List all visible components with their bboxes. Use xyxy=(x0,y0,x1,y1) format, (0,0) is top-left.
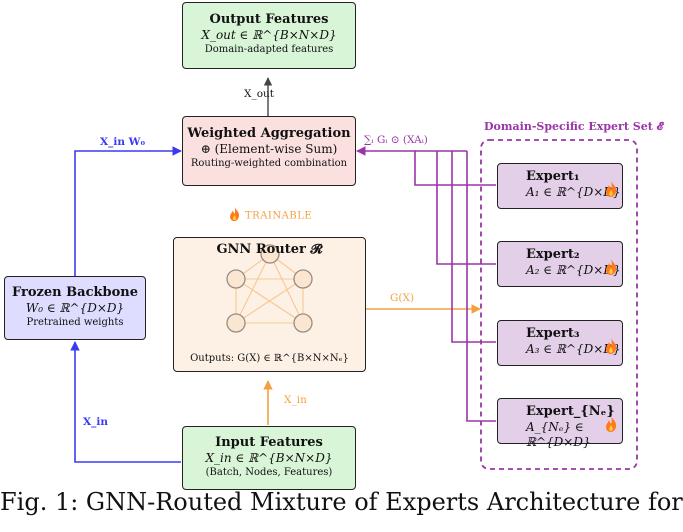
figure-caption: Fig. 1: GNN-Routed Mixture of Experts Ar… xyxy=(0,488,683,516)
trainable-text: Trainable xyxy=(245,210,313,222)
architecture-diagram: Output Features X_out ∈ ℝ^{B×N×D} Domain… xyxy=(0,2,683,516)
aggregation-title: Weighted Aggregation xyxy=(187,126,351,141)
flame-icon xyxy=(604,180,618,202)
label-x-in-backbone: X_in xyxy=(83,416,109,428)
expert-set-frame xyxy=(480,139,638,470)
aggregation-box: Weighted Aggregation ⊕ (Element-wise Sum… xyxy=(182,116,356,186)
output-formula: X_out ∈ ℝ^{B×N×D} xyxy=(201,28,337,42)
input-note: (Batch, Nodes, Features) xyxy=(205,467,333,478)
input-features-box: Input Features X_in ∈ ℝ^{B×N×D} (Batch, … xyxy=(182,426,356,490)
backbone-note: Pretrained weights xyxy=(26,317,124,328)
edge-input-to-backbone xyxy=(70,341,181,463)
expert-set-label: Domain-Specific Expert Set 𝓔 xyxy=(484,120,663,133)
flame-icon xyxy=(604,415,618,437)
label-weighted-sum: ∑ᵢ Gᵢ ⊙ (XAᵢ) xyxy=(364,134,428,146)
input-title: Input Features xyxy=(215,435,323,450)
expert-title: Expert₃ xyxy=(526,326,580,341)
router-title: GNN Router 𝓡 xyxy=(216,242,323,257)
aggregation-note: Routing-weighted combination xyxy=(190,158,348,169)
expert-title: Expert₁ xyxy=(526,169,580,184)
expert-formula: A₃ ∈ ℝ^{D×D} xyxy=(526,342,621,356)
flame-icon xyxy=(604,258,618,280)
label-x-out: X_out xyxy=(244,88,275,100)
flame-icon xyxy=(228,206,241,225)
backbone-title: Frozen Backbone xyxy=(12,285,138,300)
expert-title: Expert₂ xyxy=(526,247,580,262)
expert-title: Expert_{Nₑ} xyxy=(526,404,615,419)
trainable-label: Trainable xyxy=(228,206,312,225)
output-features-box: Output Features X_out ∈ ℝ^{B×N×D} Domain… xyxy=(182,2,356,69)
backbone-formula: W₀ ∈ ℝ^{D×D} xyxy=(25,301,125,315)
output-note: Domain-adapted features xyxy=(204,44,334,55)
edge-backbone-to-agg xyxy=(74,146,182,276)
input-formula: X_in ∈ ℝ^{B×N×D} xyxy=(205,451,333,465)
edge-expert1-to-agg xyxy=(356,146,496,186)
output-title: Output Features xyxy=(209,12,329,27)
label-gx: G(X) xyxy=(390,292,415,304)
frozen-backbone-box: Frozen Backbone W₀ ∈ ℝ^{D×D} Pretrained … xyxy=(4,276,146,340)
expert-formula: A_{Nₑ} ∈ ℝ^{D×D} xyxy=(526,420,591,449)
expert-box: Expert_{Nₑ}A_{Nₑ} ∈ ℝ^{D×D} xyxy=(497,398,623,449)
label-x-in-router: X_in xyxy=(284,394,307,406)
expert-formula: A₁ ∈ ℝ^{D×D} xyxy=(526,185,621,199)
aggregation-formula: ⊕ (Element-wise Sum) xyxy=(200,142,338,156)
expert-formula: A₂ ∈ ℝ^{D×D} xyxy=(526,263,621,277)
flame-icon xyxy=(604,337,618,359)
router-outputs: Outputs: G(X) ∈ ℝ^{B×N×Nₑ} xyxy=(190,353,349,364)
label-x-in-w0: X_in W₀ xyxy=(100,136,146,148)
gnn-router-box: GNN Router 𝓡 Outputs: G(X) ∈ ℝ^{B×N×Nₑ} xyxy=(173,237,366,372)
